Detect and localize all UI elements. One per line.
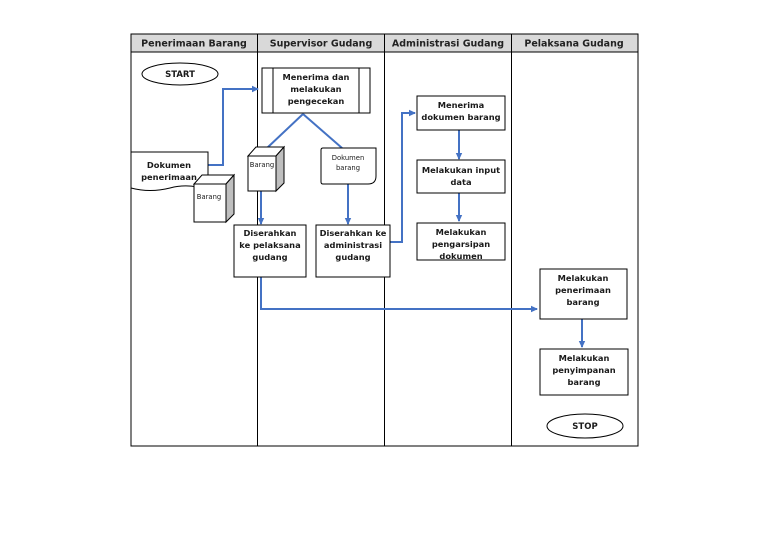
dokumen-barang-line1: Dokumen [332,154,365,162]
pengarsipan-line3: dokumen [439,251,482,261]
barang-cube-1-label: Barang [197,193,221,201]
penerimaan-barang-box [539,268,628,320]
dokumen-penerimaan-line2: penerimaan [141,172,197,182]
pengarsipan-box [416,222,506,261]
dokumen-barang-line2: barang [336,164,360,172]
serah-admin-line1: Diserahkan ke [320,228,387,238]
arrow-dokumen-to-pengecekan [208,85,259,166]
start-label: START [165,70,195,80]
input-data-line2: data [450,177,471,187]
lane-header-administrasi-gudang: Administrasi Gudang [392,39,504,50]
barang-cube-1 [192,173,236,224]
pengarsipan-line1: Melakukan [436,227,487,237]
serah-admin-line3: gudang [335,252,370,262]
menerima-pengecekan-line3: pengecekan [288,96,345,106]
menerima-pengecekan-process [261,67,371,114]
dokumen-penerimaan-line1: Dokumen [147,160,191,170]
arrow-serah-pelaksana-to-penerimaan [260,277,538,313]
penyimpanan-line2: penyimpanan [552,365,615,375]
split-line-to-barang [266,113,304,149]
lane-header-pelaksana-gudang: Pelaksana Gudang [524,39,623,50]
serah-admin-box [315,224,391,278]
input-data-box [416,159,506,194]
serah-pelaksana-box [233,224,307,278]
penerimaan-barang-line1: Melakukan [558,273,609,283]
dokumen-barang-shape [320,147,377,185]
serah-admin-line2: administrasi [324,240,382,250]
menerima-dokumen-box [416,95,506,131]
stop-label: STOP [572,422,597,432]
arrow-serah-admin-to-menerima-dokumen [390,109,416,243]
split-line-to-dokumen [302,113,343,149]
start-terminator [141,62,219,86]
stop-terminator [546,413,624,439]
menerima-pengecekan-line2: melakukan [290,84,341,94]
menerima-pengecekan-line1: Menerima dan [283,72,350,82]
penyimpanan-line3: barang [567,377,600,387]
penerimaan-barang-line3: barang [566,297,599,307]
serah-pelaksana-line3: gudang [252,252,287,262]
serah-pelaksana-line2: ke pelaksana [239,240,300,250]
barang-cube-2 [246,145,286,193]
serah-pelaksana-line1: Diserahkan [244,228,297,238]
penyimpanan-line1: Melakukan [559,353,610,363]
input-data-line1: Melakukan input [422,165,500,175]
menerima-dokumen-line1: Menerima [438,100,485,110]
lane-header-supervisor-gudang: Supervisor Gudang [270,39,373,50]
penerimaan-barang-line2: penerimaan [555,285,611,295]
penyimpanan-box [539,348,629,396]
pengarsipan-line2: pengarsipan [432,239,490,249]
barang-cube-2-label: Barang [250,161,274,169]
menerima-dokumen-line2: dokumen barang [421,112,500,122]
lane-header-penerimaan-barang: Penerimaan Barang [141,39,247,50]
